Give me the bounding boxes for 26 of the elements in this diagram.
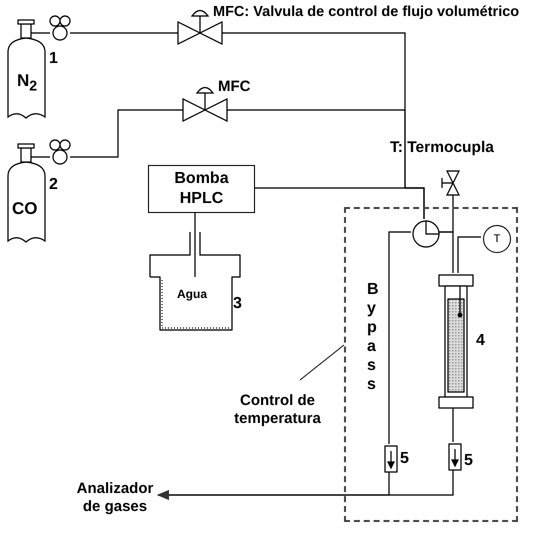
pipe-line [70, 109, 183, 158]
cylinder-label: N$_{2}$ [17, 72, 38, 96]
callout-number: 1 [49, 50, 58, 68]
note-text: T: Termocupla [390, 139, 494, 157]
annotation-text: Control de temperatura [233, 392, 322, 428]
bypass-label: Bypass [367, 280, 378, 394]
pipe-line [194, 213, 196, 230]
pipe-line [70, 32, 178, 34]
callout-number: 4 [476, 332, 485, 350]
thermocouple-symbol: T [483, 225, 511, 253]
outlet-label: Analizador de gases [76, 480, 154, 516]
cylinder-label: CO [12, 200, 38, 218]
pump-box: Bomba HPLC [148, 165, 255, 213]
pipe-line [388, 231, 411, 444]
valve-label: MFC: Valvula de control de flujo volumétrico [213, 3, 520, 21]
tank-label: Agua [177, 286, 207, 303]
callout-number: 2 [49, 176, 58, 194]
pipe-line [255, 187, 425, 219]
callout-number: 5 [400, 450, 409, 468]
leader-line [300, 344, 344, 380]
callout-number: 5 [464, 452, 473, 470]
callout-number: 3 [233, 295, 242, 313]
temperature-control-enclosure [344, 207, 518, 522]
pipe-line [457, 236, 481, 273]
pipe-line [437, 231, 454, 273]
valve-label: MFC [218, 78, 250, 96]
